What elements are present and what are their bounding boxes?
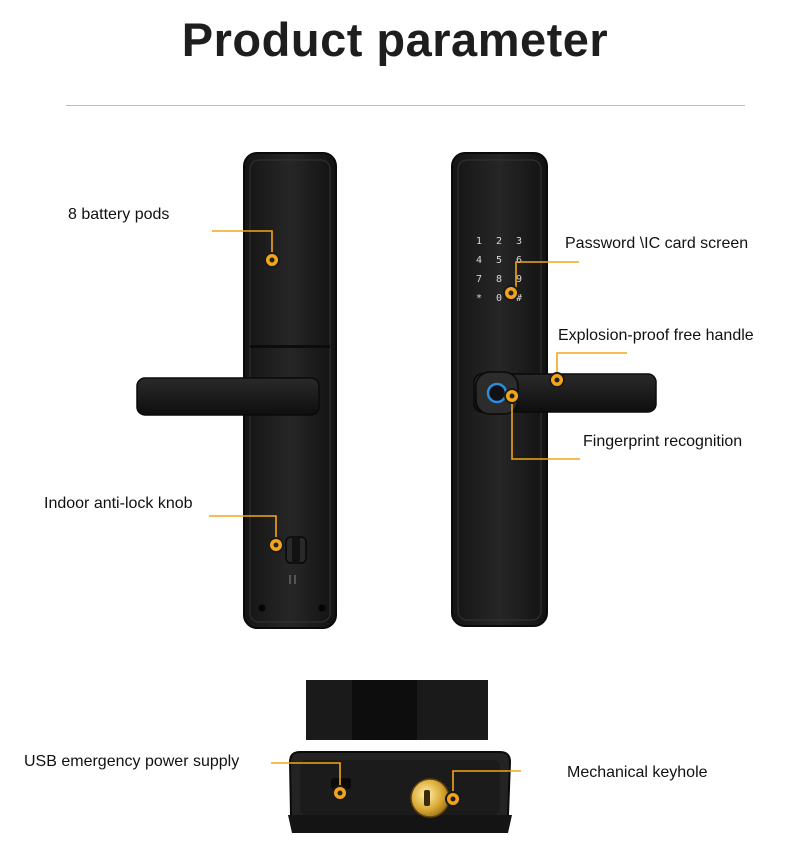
page-title: Product parameter (181, 13, 609, 66)
callout-usb-power: USB emergency power supply (24, 753, 240, 770)
outdoor-panel (451, 152, 657, 627)
callout-indoor-knob: Indoor anti-lock knob (44, 495, 193, 512)
keypad-key: 6 (516, 255, 522, 266)
callout-free-handle: Explosion-proof free handle (558, 327, 754, 344)
callout-password-screen: Password \IC card screen (565, 235, 749, 252)
title-divider (66, 105, 745, 106)
callout-battery-pods: 8 battery pods (68, 206, 170, 223)
keypad-key: 1 (476, 236, 482, 247)
keypad-key: # (516, 293, 522, 304)
keypad-key: 7 (476, 274, 482, 285)
keypad: 1 2 3 4 5 6 7 8 9 * 0 # (476, 236, 522, 304)
keypad-key: * (476, 293, 482, 304)
keypad-key: 4 (476, 255, 482, 266)
indoor-panel (136, 152, 337, 629)
callout-lines (209, 230, 627, 799)
keypad-key: 0 (496, 293, 502, 304)
callout-fingerprint: Fingerprint recognition (583, 433, 743, 450)
keypad-key: 8 (496, 274, 502, 285)
keypad-key: 2 (496, 236, 502, 247)
keypad-key: 5 (496, 255, 502, 266)
callout-dots (264, 252, 565, 807)
callout-mechanical-keyhole: Mechanical keyhole (567, 764, 708, 781)
bottom-closeup (288, 680, 512, 833)
keypad-key: 9 (516, 274, 522, 285)
keypad-key: 3 (516, 236, 522, 247)
